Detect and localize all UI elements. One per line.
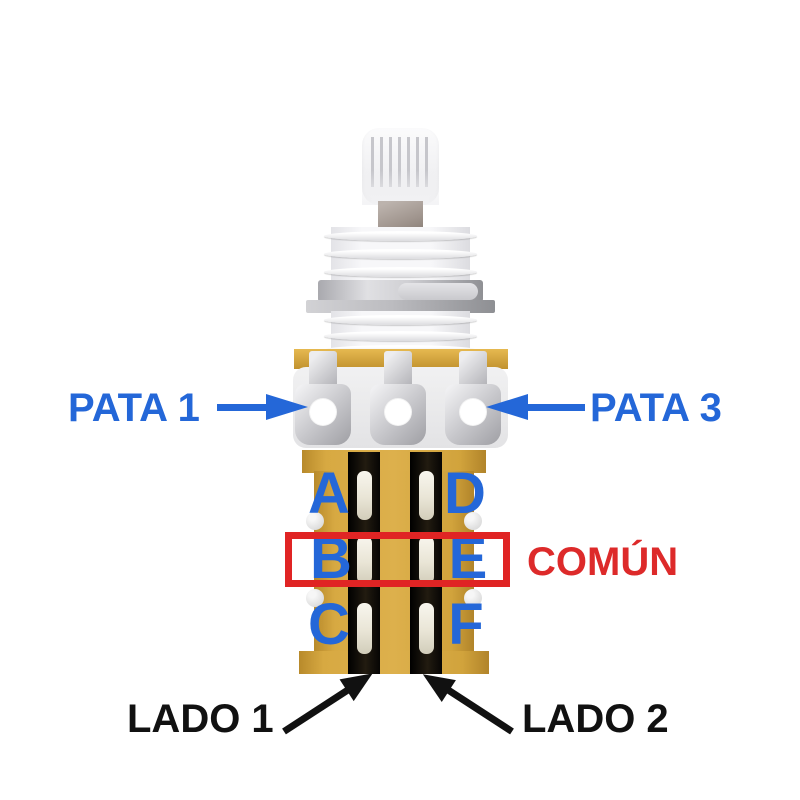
lug2-hole [384, 398, 412, 426]
slot-E [419, 536, 434, 584]
body-notch [464, 589, 482, 607]
lado2-arrow [415, 663, 514, 735]
lado2-label: LADO 2 [522, 697, 669, 741]
pata3-arrow-line [526, 404, 585, 411]
terminal-letter-f: F [448, 591, 484, 657]
slot-C [357, 603, 372, 654]
pata3-label: PATA 3 [590, 386, 722, 430]
slot-A [357, 471, 372, 520]
washer [306, 300, 495, 313]
comun-highlight-box [285, 532, 510, 587]
switch-body [314, 471, 474, 653]
lug3-hole [459, 398, 487, 426]
thread-ridge [324, 231, 477, 241]
terminal-letter-c: C [308, 591, 350, 657]
terminal-letter-b: B [310, 525, 352, 591]
pata1-label: PATA 1 [68, 386, 200, 430]
knurled-shaft-knob [362, 128, 439, 205]
slot-D [419, 471, 434, 520]
thread-ridge [324, 249, 477, 259]
terminal-letter-a: A [308, 460, 350, 526]
lado1-arrow [282, 662, 380, 735]
terminal-letter-e: E [448, 525, 488, 591]
body-notch [306, 589, 324, 607]
pata1-arrow-head [266, 394, 308, 420]
pata3-arrow-head [486, 394, 528, 420]
terminal-letter-d: D [444, 460, 486, 526]
thread-ridge [324, 315, 477, 325]
body-notch [464, 512, 482, 530]
pata1-arrow-line [217, 404, 268, 411]
thread-ridge [324, 267, 477, 277]
slot-B [357, 536, 372, 584]
thread-ridge [324, 331, 477, 341]
comun-label: COMÚN [527, 540, 679, 584]
knurl-fade [362, 128, 439, 205]
lado1-label: LADO 1 [127, 697, 274, 741]
slot-F [419, 603, 434, 654]
hex-nut-highlight [398, 283, 478, 300]
lug1-hole [309, 398, 337, 426]
body-notch [306, 512, 324, 530]
